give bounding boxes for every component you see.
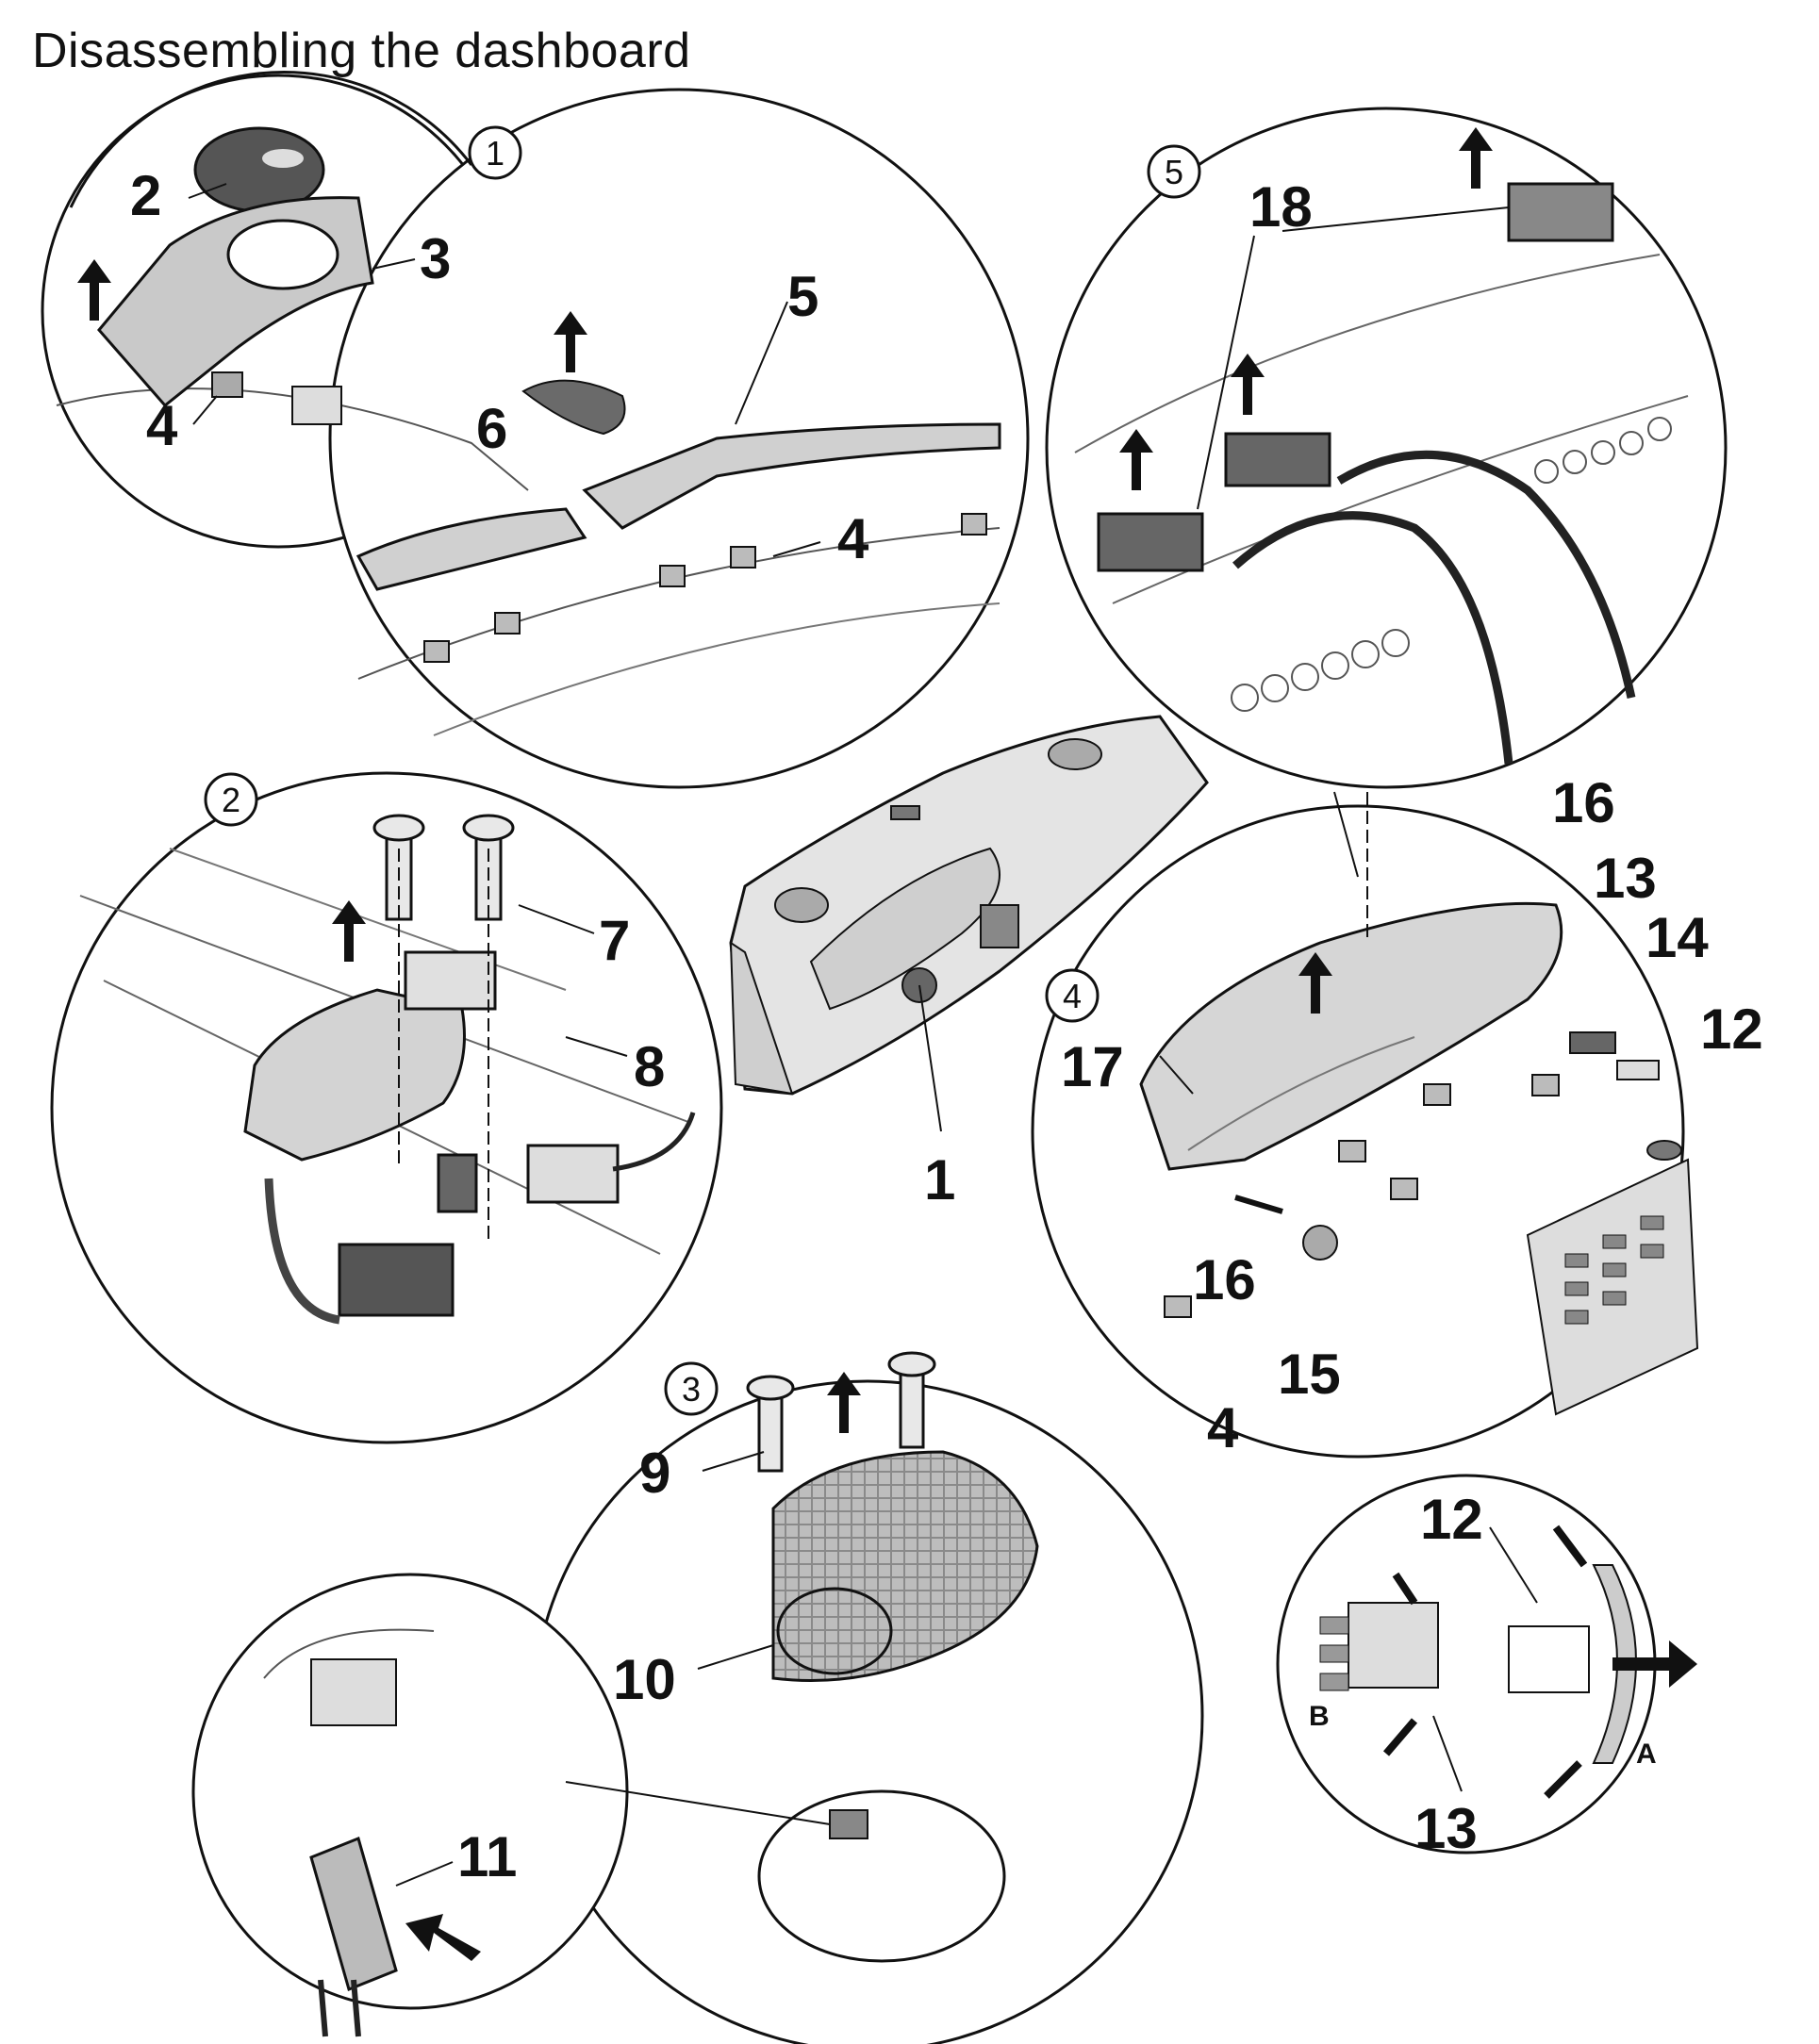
view-marker-1: 1 [486, 134, 504, 173]
view-marker-4: 4 [1063, 977, 1082, 1015]
view-markers: 1 2 3 4 5 [204, 125, 1201, 1416]
callout-16-top: 16 [1552, 771, 1615, 834]
detail-view-connector [191, 1573, 831, 2037]
callout-5: 5 [787, 265, 819, 328]
view-marker-2: 2 [222, 781, 240, 819]
callout-15: 15 [1278, 1343, 1341, 1406]
callout-4-view4: 4 [1207, 1396, 1239, 1459]
callout-18: 18 [1249, 175, 1313, 239]
view-marker-5: 5 [1165, 153, 1183, 191]
callout-17: 17 [1061, 1035, 1124, 1098]
callout-7: 7 [599, 909, 630, 972]
callout-labels: 2 3 4 5 6 4 18 7 8 1 16 13 14 12 17 16 1… [130, 164, 1763, 1888]
callout-10: 10 [613, 1648, 676, 1711]
callout-16-mid: 16 [1193, 1248, 1256, 1311]
letter-b: B [1309, 1701, 1330, 1732]
callout-13-top: 13 [1594, 847, 1657, 910]
callout-14: 14 [1645, 906, 1709, 969]
callout-9: 9 [639, 1442, 670, 1505]
detail-view-switch [1276, 1474, 1697, 1854]
page-title: Disassembling the dashboard [32, 24, 691, 78]
detail-view-1 [41, 71, 1030, 789]
callout-12-bottom: 12 [1420, 1488, 1483, 1551]
letter-a: A [1636, 1739, 1657, 1770]
callout-6: 6 [476, 397, 507, 460]
module-part [243, 988, 466, 1162]
callout-13-bottom: 13 [1414, 1797, 1478, 1860]
callout-1: 1 [924, 1148, 955, 1212]
leader-lines [188, 183, 1538, 1887]
view-marker-3: 3 [682, 1370, 701, 1409]
detail-view-2 [50, 771, 723, 1444]
detail-view-5 [1045, 107, 1728, 789]
detail-view-4 [1031, 791, 1699, 1459]
callout-4-view1: 4 [146, 394, 178, 457]
callout-4-trim: 4 [837, 507, 869, 570]
callout-3: 3 [420, 227, 451, 290]
callout-2: 2 [130, 164, 161, 227]
callout-12-top: 12 [1700, 997, 1763, 1061]
callout-11: 11 [457, 1825, 517, 1888]
callout-8: 8 [634, 1035, 665, 1098]
dashboard-overview [729, 715, 1209, 1132]
